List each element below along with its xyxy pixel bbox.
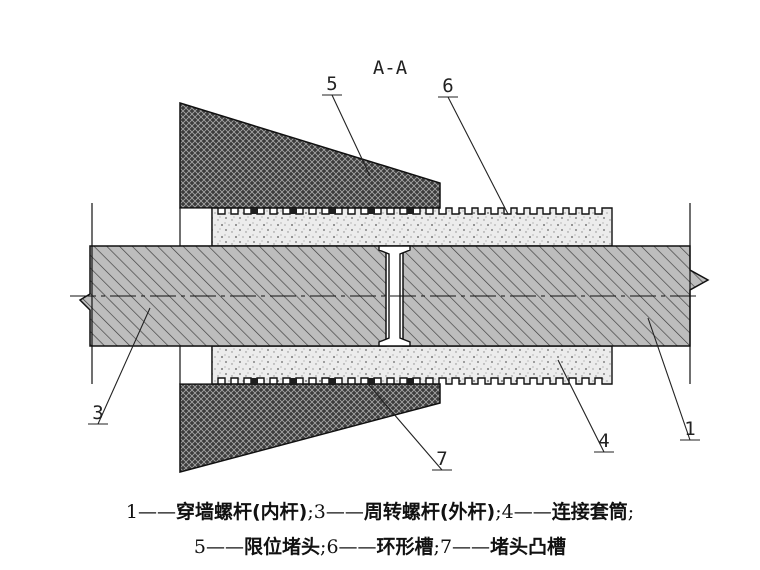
legend-name: 限位堵头 bbox=[244, 536, 321, 558]
callout-1: 1 bbox=[684, 418, 695, 440]
legend-num: 3 bbox=[313, 501, 326, 523]
plug-recess-top bbox=[179, 207, 213, 247]
plug-recess-bottom bbox=[179, 345, 213, 385]
leader-3 bbox=[97, 307, 151, 425]
legend-sep: ; bbox=[307, 501, 314, 523]
leader-4 bbox=[557, 359, 605, 453]
plug-boss bbox=[368, 378, 375, 384]
legend-line-2: 5——限位堵头;6——环形槽;7——堵头凸槽 bbox=[0, 532, 760, 559]
legend-num: 4 bbox=[501, 501, 514, 523]
legend-name: 堵头凸槽 bbox=[490, 536, 567, 558]
legend-dash: —— bbox=[206, 536, 245, 558]
callout-4: 4 bbox=[598, 430, 609, 452]
legend-sep: ; bbox=[433, 536, 440, 558]
legend-num: 1 bbox=[125, 501, 138, 523]
legend-name: 连接套筒 bbox=[551, 501, 628, 523]
leader-1 bbox=[647, 317, 691, 441]
plug-boss bbox=[329, 208, 336, 214]
leader-6 bbox=[447, 96, 509, 215]
legend-num: 7 bbox=[439, 536, 453, 558]
plug-bosses-top bbox=[251, 208, 414, 214]
legend-dash: —— bbox=[338, 536, 377, 558]
legend-dash: —— bbox=[452, 536, 491, 558]
callout-5: 5 bbox=[326, 73, 337, 95]
leader-7 bbox=[367, 383, 443, 471]
legend-dash: —— bbox=[513, 501, 552, 523]
plug-boss bbox=[251, 378, 258, 384]
legend-name: 周转螺杆(外杆) bbox=[363, 501, 496, 523]
limit-plug-bottom bbox=[179, 383, 441, 473]
legend-dash: —— bbox=[325, 501, 364, 523]
plug-boss bbox=[407, 208, 414, 214]
callout-3: 3 bbox=[92, 402, 103, 424]
plug-boss bbox=[407, 378, 414, 384]
legend-sep: ; bbox=[495, 501, 502, 523]
plug-boss bbox=[368, 208, 375, 214]
callout-7: 7 bbox=[436, 448, 447, 470]
limit-plug-top bbox=[179, 101, 441, 209]
plug-boss bbox=[251, 208, 258, 214]
plug-bosses-bottom bbox=[251, 378, 414, 384]
plug-boss bbox=[290, 208, 297, 214]
legend-num: 6 bbox=[326, 536, 339, 558]
leader-5 bbox=[331, 94, 371, 177]
legend-name: 穿墙螺杆(内杆) bbox=[175, 501, 308, 523]
legend-line-1: 1——穿墙螺杆(内杆);3——周转螺杆(外杆);4——连接套筒; bbox=[0, 497, 760, 524]
plug-boss bbox=[329, 378, 336, 384]
legend-name: 环形槽 bbox=[376, 536, 434, 558]
legend-num: 5 bbox=[193, 536, 207, 558]
section-drawing: A-A 5 6 3 7 4 1 bbox=[70, 57, 710, 473]
legend-sep: ; bbox=[320, 536, 327, 558]
callout-6: 6 bbox=[442, 75, 453, 97]
legend-sep: ; bbox=[627, 501, 635, 523]
plug-boss bbox=[290, 378, 297, 384]
section-title: A-A bbox=[373, 57, 408, 79]
legend-dash: —— bbox=[137, 501, 176, 523]
